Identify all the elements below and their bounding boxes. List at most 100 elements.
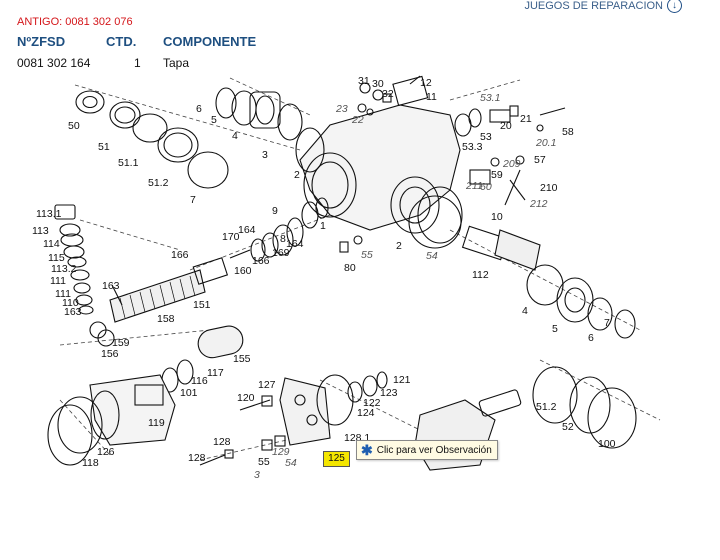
part-label: 110 (62, 297, 79, 309)
part-label: 58 (562, 126, 574, 138)
part-label: 164 (286, 238, 304, 250)
part-label: 101 (180, 387, 198, 399)
part-label: 116 (191, 375, 208, 387)
part-label: 111 (55, 288, 71, 300)
part-label: 7 (604, 317, 610, 329)
part-label: 53 (480, 131, 492, 143)
part-label: 21 (520, 113, 532, 125)
part-label: 124 (357, 407, 375, 419)
part-label: 127 (258, 379, 276, 391)
part-label: 100 (598, 438, 616, 450)
nut-part-50 (75, 90, 105, 114)
part-label: 54 (426, 250, 438, 262)
part-label: 3 (262, 149, 268, 161)
part-label: 118 (82, 457, 99, 469)
asterisk-icon: ✱ (361, 442, 373, 458)
worm-shaft-151 (109, 249, 251, 323)
part-label: 59 (491, 169, 503, 181)
part-label: 158 (157, 313, 175, 325)
part-label: 8 (280, 233, 286, 245)
part-label: 210 (540, 182, 558, 194)
part-label: 1 (320, 220, 326, 232)
part-label: 60 (480, 181, 492, 193)
part-label: 31 (358, 75, 370, 87)
part-label: 128 (213, 436, 231, 448)
part-label: 156 (101, 348, 119, 360)
cell-qty: 1 (134, 56, 141, 70)
part-label: 160 (234, 265, 252, 277)
part-label: 119 (148, 417, 165, 429)
tooltip-text: Clic para ver Observación (376, 444, 492, 456)
part-label: 155 (233, 353, 251, 365)
part-label: 113.2 (51, 263, 77, 275)
part-label: 53.1 (480, 92, 500, 104)
part-label: 32 (382, 88, 394, 100)
part-label: 151 (193, 299, 211, 311)
part-label: 169 (272, 247, 290, 259)
part-label: 51.2 (148, 177, 169, 189)
old-part-number: ANTIGO: 0081 302 076 (17, 16, 133, 28)
part-label: 20 (500, 120, 512, 132)
part-label: 166 (171, 249, 189, 261)
part-label: 80 (344, 262, 356, 274)
part-label: 55 (258, 456, 270, 468)
part-label: 122 (363, 397, 381, 409)
part-label: 57 (534, 154, 546, 166)
part-label: 126 (97, 446, 115, 458)
col-header-qty: CTD. (106, 34, 137, 49)
part-label: 120 (237, 392, 255, 404)
part-label: 7 (190, 194, 196, 206)
part-label: 117 (207, 367, 224, 379)
sector-shaft-80 (461, 225, 541, 271)
part-label: 22 (351, 114, 364, 126)
part-label: 55 (361, 249, 373, 261)
part-label: 4 (232, 130, 238, 142)
part-label: 112 (472, 269, 489, 281)
download-arrow-icon[interactable]: ↓ (667, 0, 682, 13)
steering-housing (299, 75, 463, 244)
part-label: 6 (196, 103, 202, 115)
col-header-part-no: NºZFSD (17, 34, 66, 49)
part-label: 123 (380, 387, 398, 399)
part-label: 159 (112, 337, 130, 349)
part-label: 128 (188, 452, 206, 464)
col-header-component: COMPONENTE (163, 34, 257, 49)
selected-part-badge[interactable]: 125 (323, 451, 350, 467)
part-label: 111 (50, 275, 66, 287)
repair-kits-label[interactable]: JUEGOS DE REPARACION (524, 0, 663, 12)
part-label: 52 (562, 421, 574, 433)
part-label: 53.3 (462, 141, 483, 153)
part-label: 20.1 (535, 137, 556, 149)
part-label: 129 (272, 446, 290, 458)
part-label: 30 (372, 78, 384, 90)
cover-plate-124 (279, 377, 331, 446)
repair-kits-link[interactable]: JUEGOS DE REPARACION ↓ (524, 0, 682, 13)
part-label: 211 (465, 180, 483, 192)
observation-tooltip[interactable]: ✱ Clic para ver Observación (356, 440, 498, 460)
part-label: 166 (252, 255, 270, 267)
cell-component: Tapa (163, 56, 190, 70)
part-label: 2 (396, 240, 402, 252)
part-label: 51.1 (118, 157, 139, 169)
part-label: 113 (32, 225, 49, 237)
part-label: 163 (102, 280, 120, 292)
cell-part-no: 0081 302 164 (17, 56, 91, 70)
part-label: 3 (254, 469, 260, 481)
part-label: 9 (272, 205, 278, 217)
part-label: 50 (68, 120, 80, 132)
part-label: 6 (588, 332, 594, 344)
part-label: 11 (426, 91, 437, 103)
part-label: 5 (211, 114, 217, 126)
part-label: 115 (48, 252, 65, 264)
part-label: 51.2 (536, 401, 557, 413)
part-label: 51 (98, 141, 110, 153)
part-label: 164 (238, 224, 256, 236)
part-label: 5 (552, 323, 558, 335)
part-label: 163 (64, 306, 82, 318)
part-label: 114 (43, 238, 60, 250)
part-label: 113.1 (36, 208, 62, 220)
part-label: 10 (491, 211, 503, 223)
part-label: 209 (502, 158, 521, 170)
part-label: 212 (529, 198, 548, 210)
